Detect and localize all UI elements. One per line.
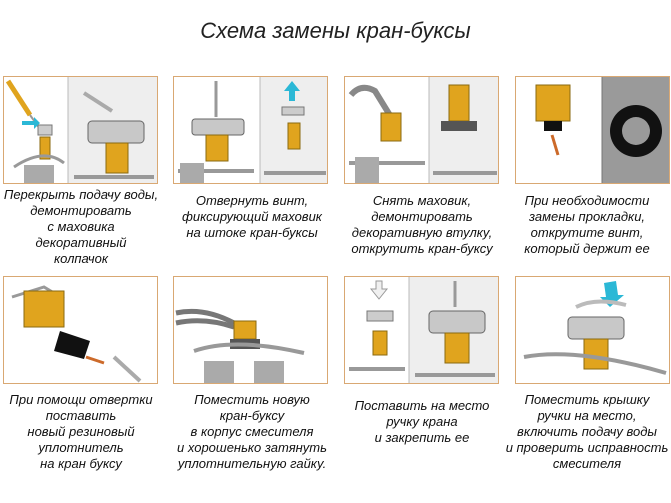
step-3-caption: Снять маховик, демонтировать декоративну…: [351, 193, 493, 256]
step-4-illustration: [515, 76, 670, 184]
page-title: Схема замены кран-буксы: [200, 18, 471, 43]
step-6-caption: Поместить новую кран-буксу в корпус смес…: [177, 392, 327, 471]
step-8-illustration: [515, 276, 670, 384]
step-5-caption: При помощи отвертки поставить новый рези…: [9, 392, 153, 471]
step-4-caption: При необходимости замены прокладки, откр…: [524, 193, 650, 256]
step-2-illustration: [173, 76, 328, 184]
step-5-illustration: [3, 276, 158, 384]
step-1-caption: Перекрыть подачу воды, демонтировать с м…: [3, 187, 159, 266]
step-8-caption: Поместить крышку ручки на место, включит…: [505, 392, 669, 471]
step-6-illustration: [173, 276, 328, 384]
step-3-illustration: [344, 76, 499, 184]
step-2-caption: Отвернуть винт, фиксирующий маховик на ш…: [182, 193, 322, 240]
step-7-caption: Поставить на место ручку крана и закрепи…: [354, 398, 490, 445]
step-7-illustration: [344, 276, 499, 384]
step-1-illustration: [3, 76, 158, 184]
